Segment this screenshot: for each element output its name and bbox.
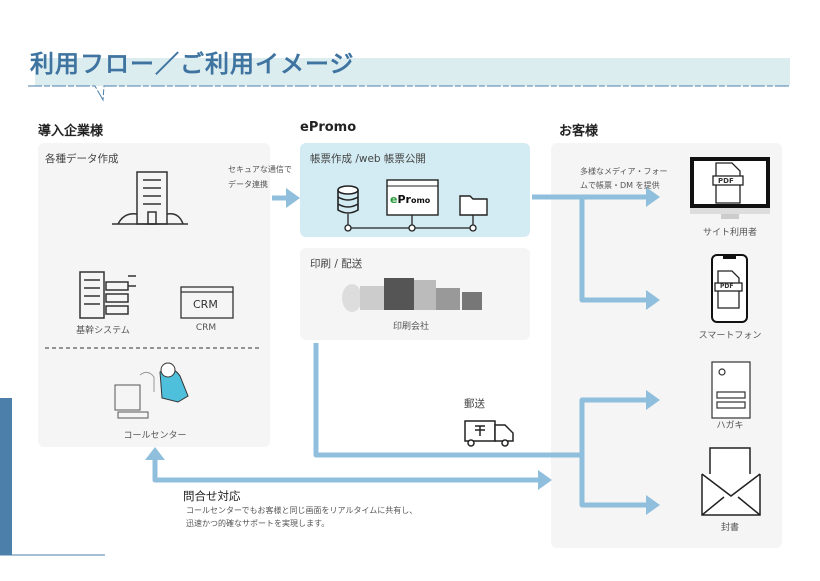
envelope-label: 封書 bbox=[720, 523, 740, 533]
pdf-document-icons bbox=[712, 162, 744, 309]
envelope-icon bbox=[701, 447, 761, 516]
support-line-2: 迅速かつ的確なサポートを実現します。 bbox=[186, 519, 330, 528]
postcard-label: ハガキ bbox=[716, 421, 744, 431]
smartphone-label: スマートフォン bbox=[698, 331, 762, 341]
crm-box-text: CRM bbox=[193, 298, 218, 311]
column-header-customer: お客様 bbox=[559, 124, 599, 139]
server-icon bbox=[79, 271, 136, 319]
support-line-1: コールセンターでもお客様と同じ画面をリアルタイムに共有し、 bbox=[186, 506, 418, 515]
call-center-label: コールセンター bbox=[123, 431, 187, 441]
page-title: 利用フロー／ご利用イメージ bbox=[30, 50, 355, 78]
print-delivery-label: 印刷 / 配送 bbox=[310, 258, 363, 270]
printing-machines-illustration bbox=[342, 278, 482, 312]
title-band bbox=[35, 58, 790, 86]
media-note-1: 多様なメディア・フォー bbox=[580, 167, 668, 176]
print-company-label: 印刷会社 bbox=[392, 322, 430, 332]
arrowheads bbox=[145, 187, 660, 515]
pdf-label-phone: PDF bbox=[720, 283, 734, 290]
mail-truck-icon bbox=[464, 420, 514, 447]
crm-label: CRM bbox=[195, 323, 217, 333]
postcard-icon bbox=[711, 361, 751, 419]
call-center-illustration bbox=[114, 362, 189, 419]
link-note-1: セキュアな通信で bbox=[228, 165, 292, 174]
data-creation-label: 各種データ作成 bbox=[45, 153, 119, 165]
database-icon bbox=[337, 185, 359, 214]
crm-window-icon bbox=[180, 286, 234, 319]
pdf-label-monitor: PDF bbox=[718, 177, 734, 185]
column-header-client: 導入企業様 bbox=[38, 124, 104, 139]
column-header-epromo: ePromo bbox=[300, 120, 357, 135]
support-title: 問合せ対応 bbox=[183, 489, 241, 503]
building-icon bbox=[112, 171, 188, 225]
flow-arrows bbox=[152, 194, 646, 508]
mail-label: 郵送 bbox=[464, 398, 485, 410]
folder-icon bbox=[459, 195, 488, 216]
create-publish-label: 帳票作成 /web 帳票公開 bbox=[310, 153, 426, 165]
client-panel bbox=[38, 143, 270, 447]
connection-line bbox=[344, 214, 477, 232]
title-underline bbox=[28, 85, 790, 102]
customer-panel bbox=[551, 143, 782, 548]
media-note-2: ムで帳票・DM を提供 bbox=[580, 181, 660, 190]
core-system-label: 基幹システム bbox=[76, 326, 130, 336]
epromo-logo: ePromo bbox=[390, 193, 431, 206]
epromo-window-icon bbox=[386, 179, 439, 216]
accent-bar bbox=[0, 398, 12, 555]
site-user-label: サイト利用者 bbox=[702, 228, 758, 238]
link-note-2: データ連携 bbox=[228, 180, 268, 189]
